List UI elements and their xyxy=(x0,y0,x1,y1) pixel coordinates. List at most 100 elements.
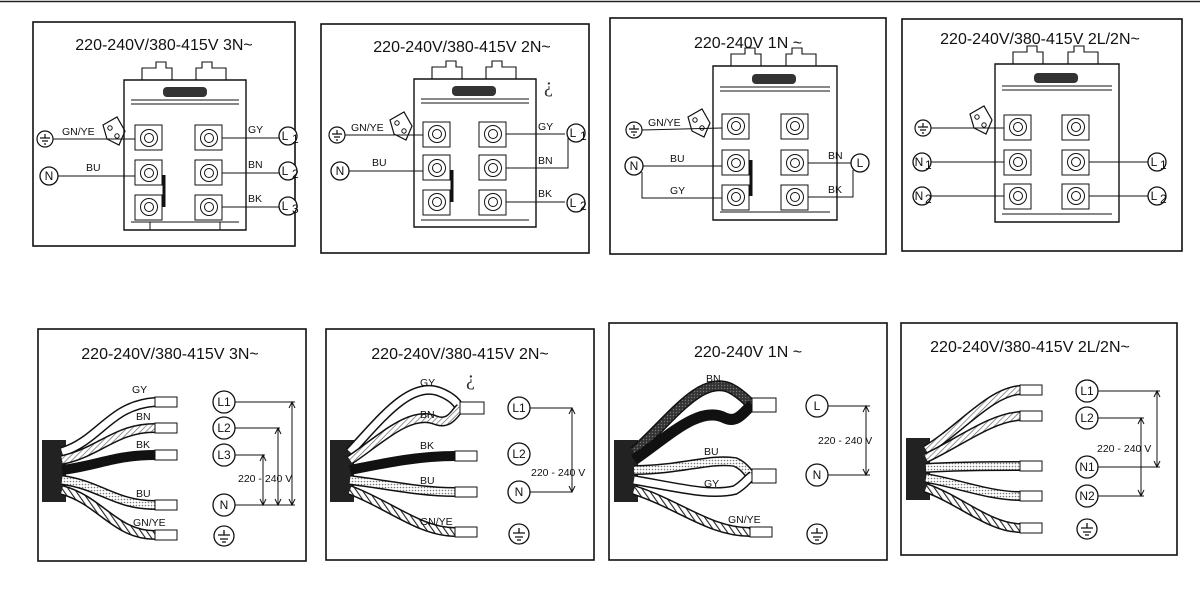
cable-panel-2l2n: 220-240V/380-415V 2L/2N~ L1 L2 N1 N2 xyxy=(900,322,1178,556)
earth-icon xyxy=(36,130,54,148)
panel-title: 220-240V/380-415V 2L/2N~ xyxy=(940,31,1140,48)
earth-icon xyxy=(914,119,932,137)
voltage-dimension-lines xyxy=(235,400,296,507)
panel-title: 220-240V/380-415V 3N~ xyxy=(81,346,258,363)
panel-title: 220-240V 1N ~ xyxy=(694,35,802,52)
wire-label: BK xyxy=(136,439,150,451)
svg-text:2: 2 xyxy=(925,192,932,206)
panel-title: 220-240V/380-415V 2N~ xyxy=(373,39,550,56)
voltage-dimension-lines xyxy=(530,406,576,494)
earth-icon xyxy=(1076,518,1098,540)
wire-label: GY xyxy=(420,377,435,389)
terminal-label: N xyxy=(336,164,345,178)
wire-label: BN xyxy=(706,373,721,385)
svg-text:L: L xyxy=(1151,189,1158,203)
voltage-dimension-lines xyxy=(1098,389,1161,498)
terminal-label: N1 xyxy=(1079,460,1095,474)
svg-text:2: 2 xyxy=(292,167,299,181)
wire-label: BK xyxy=(704,408,718,420)
svg-text:2: 2 xyxy=(580,199,587,213)
panel-frame xyxy=(901,18,1183,252)
wire-label: GN/YE xyxy=(133,517,166,529)
svg-text:L: L xyxy=(570,196,577,210)
terminal-label: N xyxy=(813,468,822,482)
earth-icon xyxy=(508,523,530,545)
voltage-label: 220 - 240 V xyxy=(818,435,872,447)
terminal-block xyxy=(969,45,1120,223)
handwritten-note: ¿ xyxy=(544,75,553,97)
wire-label: BN xyxy=(136,411,151,423)
terminal-block xyxy=(389,60,537,228)
terminal-circles xyxy=(212,390,236,517)
terminal-label: N2 xyxy=(1079,489,1095,503)
svg-text:L: L xyxy=(570,126,577,140)
terminal-label: N xyxy=(515,485,524,499)
terminal-panel-2n: 220-240V/380-415V 2N~ ¿ GN/YE N BU xyxy=(320,23,590,254)
svg-text:3: 3 xyxy=(292,202,299,216)
wire-label: BN xyxy=(420,409,435,421)
terminal-block xyxy=(687,47,838,221)
terminal-panel-3n: 220-240V/380-415V 3N~ GN/YE N BU xyxy=(32,21,299,247)
wire-label: GN/YE xyxy=(420,516,453,528)
cable-bundle xyxy=(906,384,1043,534)
terminal-panel-1n: 220-240V 1N ~ GN/YE N BU GY BN xyxy=(609,17,887,255)
terminal-label: L2 xyxy=(1080,411,1094,425)
earth-icon xyxy=(213,525,235,547)
svg-text:2: 2 xyxy=(1160,192,1167,206)
wire-label: BU xyxy=(136,488,151,500)
terminal-label: L3 xyxy=(217,448,231,462)
svg-text:L: L xyxy=(282,164,289,178)
wire-label: BU xyxy=(372,157,387,169)
cable-panel-1n: 220-240V 1N ~ BN BK BU GY GN/YE L N xyxy=(608,322,888,561)
wire-label: GY xyxy=(132,384,147,396)
wire-label: BK xyxy=(538,188,552,200)
wire-label: BK xyxy=(420,440,434,452)
svg-text:N: N xyxy=(915,155,924,169)
wire-label: BN xyxy=(248,159,263,171)
wire-label: BN xyxy=(538,155,553,167)
wire-label: GY xyxy=(670,185,685,197)
earth-icon xyxy=(625,121,643,139)
terminal-label: N xyxy=(630,159,639,173)
svg-text:L: L xyxy=(282,199,289,213)
wire-label: GN/YE xyxy=(62,126,95,138)
terminal-label: L xyxy=(814,399,821,413)
voltage-label: 220 - 240 V xyxy=(531,467,585,479)
terminal-block xyxy=(102,61,247,231)
earth-icon xyxy=(328,126,346,144)
svg-text:L: L xyxy=(1151,155,1158,169)
panel-title: 220-240V/380-415V 2L/2N~ xyxy=(930,339,1130,356)
svg-text:1: 1 xyxy=(925,158,932,172)
wire-label: GY xyxy=(538,121,553,133)
terminal-circles xyxy=(1075,379,1099,508)
wire-label: GN/YE xyxy=(728,514,761,526)
svg-text:1: 1 xyxy=(292,132,299,146)
terminal-label: L2 xyxy=(512,447,526,461)
cable-panel-2n: 220-240V/380-415V 2N~ ¿ GY BN BK BU GN/Y… xyxy=(325,328,595,561)
wire-label: BU xyxy=(420,475,435,487)
earth-icon xyxy=(806,523,828,545)
wire-label: GN/YE xyxy=(351,122,384,134)
panel-frame xyxy=(320,23,590,254)
panel-title: 220-240V/380-415V 2N~ xyxy=(371,346,548,363)
voltage-dimension-lines xyxy=(828,404,870,477)
wire-label: GN/YE xyxy=(648,117,681,129)
cable-panel-3n: 220-240V/380-415V 3N~ GY BN BK BU GN/YE … xyxy=(37,328,307,562)
terminal-label: N xyxy=(45,169,54,183)
handwritten-note: ¿ xyxy=(466,368,475,390)
cable-bundle xyxy=(614,380,777,538)
wire-label: BU xyxy=(670,153,685,165)
terminal-circles xyxy=(805,394,829,487)
terminal-label: L1 xyxy=(1080,384,1094,398)
terminal-label: N xyxy=(220,498,229,512)
panel-title: 220-240V/380-415V 3N~ xyxy=(75,37,252,54)
terminal-label: L1 xyxy=(217,395,231,409)
